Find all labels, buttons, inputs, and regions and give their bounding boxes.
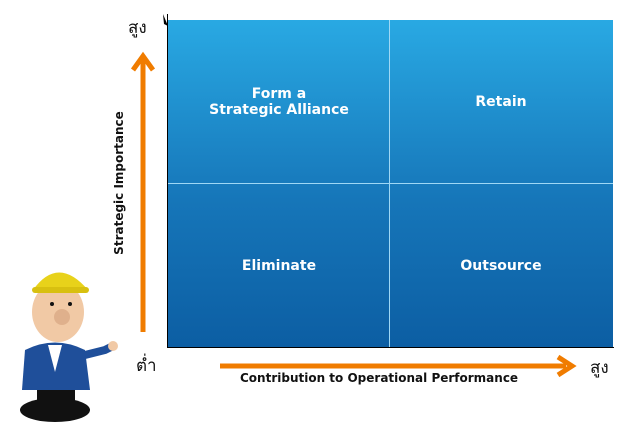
y-axis-arrowhead-icon (163, 14, 168, 26)
y-arrowhead-icon (130, 51, 156, 72)
y-axis-line (167, 14, 168, 348)
horizontal-divider (168, 183, 613, 184)
x-axis-line (167, 347, 614, 348)
x-arrowhead-icon (556, 354, 577, 378)
quadrant-outsource: Outsource (460, 257, 542, 274)
quadrant-strategic-alliance: Form a Strategic Alliance (209, 85, 349, 118)
y-axis-title: Strategic Importance (112, 111, 126, 255)
matrix-grid: Form a Strategic Alliance Retain Elimina… (168, 20, 613, 347)
x-axis-high-label: สูง (590, 358, 609, 378)
y-axis-high-label: สูง (128, 18, 147, 38)
x-axis-title: Contribution to Operational Performance (240, 371, 519, 385)
quadrant-retain: Retain (475, 93, 527, 110)
y-axis-low-label: ต่ำ (136, 356, 157, 376)
quadrant-eliminate: Eliminate (241, 257, 317, 274)
worker-mascot-icon (20, 272, 118, 422)
